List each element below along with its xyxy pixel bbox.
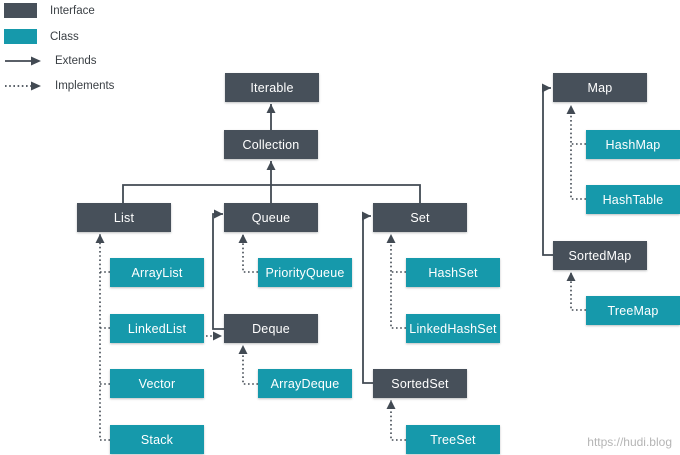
node-sortedmap: SortedMap: [553, 241, 647, 270]
connector-treemap-impl-sortedmap: [566, 272, 586, 311]
connector-treeset-impl-sortedset: [386, 400, 406, 441]
legend-implements-label: Implements: [55, 80, 115, 92]
node-treeset: TreeSet: [406, 425, 500, 454]
watermark-url: https://hudi.blog: [587, 435, 672, 449]
connector-sortedmap-extends-map: [542, 83, 553, 256]
node-treemap: TreeMap: [586, 296, 680, 325]
node-stack: Stack: [110, 425, 204, 454]
node-hashmap: HashMap: [586, 130, 680, 159]
legend-item-extends: Extends: [4, 55, 97, 67]
node-deque: Deque: [224, 314, 318, 343]
connector-branch-bar: [122, 184, 421, 203]
node-map: Map: [553, 73, 647, 102]
node-collection: Collection: [224, 130, 318, 159]
node-priorityqueue: PriorityQueue: [258, 258, 352, 287]
extends-arrow-icon: [5, 56, 41, 66]
node-hashset: HashSet: [406, 258, 500, 287]
node-list: List: [77, 203, 171, 232]
connector-set-impl-trunk: [386, 234, 406, 329]
class-swatch: [4, 29, 37, 44]
legend-interface-label: Interface: [50, 4, 95, 17]
node-vector: Vector: [110, 369, 204, 398]
node-linkedlist: LinkedList: [110, 314, 204, 343]
connector-arraydeque-impl-deque: [238, 345, 258, 385]
node-hashtable: HashTable: [586, 185, 680, 214]
connector-list-impl-trunk: [95, 234, 110, 441]
legend-item-class: Class: [4, 29, 79, 44]
node-queue: Queue: [224, 203, 318, 232]
legend-item-interface: Interface: [4, 3, 95, 18]
connector-map-impl-trunk: [566, 105, 586, 200]
connector-priorityqueue-impl-queue: [238, 234, 258, 273]
node-linkedhashset: LinkedHashSet: [406, 314, 500, 343]
legend-item-implements: Implements: [4, 80, 114, 92]
node-iterable: Iterable: [225, 73, 319, 102]
legend-extends-label: Extends: [55, 55, 97, 67]
node-sortedset: SortedSet: [373, 369, 467, 398]
legend-class-label: Class: [50, 30, 79, 43]
node-arraydeque: ArrayDeque: [258, 369, 352, 398]
connector-sortedset-extends-set: [362, 211, 373, 384]
node-arraylist: ArrayList: [110, 258, 204, 287]
interface-swatch: [4, 3, 37, 18]
node-set: Set: [373, 203, 467, 232]
implements-arrow-icon: [5, 81, 41, 91]
